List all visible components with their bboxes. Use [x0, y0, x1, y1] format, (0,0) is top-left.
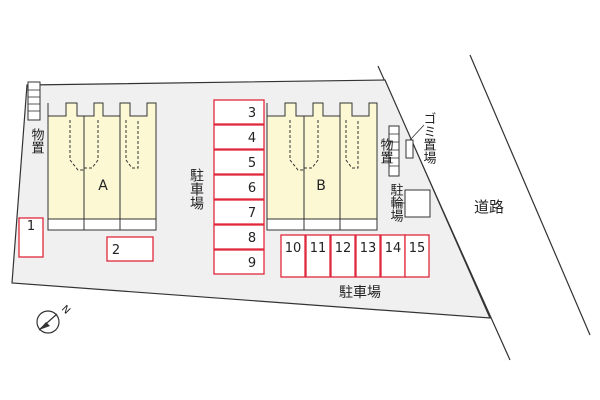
trash-leader-line [409, 124, 425, 141]
parking-space-3 [213, 99, 265, 125]
parking-space-1 [18, 217, 44, 258]
parking-space-11 [305, 234, 331, 278]
compass-north-letter: N [59, 304, 72, 317]
parking-space-label-15: 15 [409, 241, 426, 256]
storage-a-shed [27, 81, 41, 121]
building-b [266, 102, 378, 231]
parking-space-9 [213, 249, 265, 275]
parking-space-10 [280, 234, 306, 278]
parking-space-label-5: 5 [248, 156, 256, 171]
parking-space-4 [213, 124, 265, 150]
parking-space-label-10: 10 [285, 241, 302, 256]
storage-b-shed [388, 125, 400, 177]
parking-space-7 [213, 199, 265, 225]
parking-label-south: 駐車場 [339, 284, 381, 301]
parking-label-west: 駐車場 [188, 168, 204, 210]
parking-space-label-7: 7 [248, 206, 256, 221]
bicycle-parking-area [404, 189, 431, 218]
compass-north-arrow-icon [36, 310, 60, 334]
parking-space-6 [213, 174, 265, 200]
parking-space-2 [106, 236, 154, 262]
parking-space-label-3: 3 [248, 106, 256, 121]
building-a [47, 102, 157, 231]
parking-space-label-14: 14 [385, 241, 402, 256]
building-a-label: A [98, 178, 108, 194]
parking-space-15 [404, 234, 430, 278]
parking-space-label-11: 11 [310, 241, 327, 256]
parking-space-label-6: 6 [248, 181, 256, 196]
trash-area [405, 139, 414, 159]
parking-space-label-9: 9 [248, 256, 256, 271]
storage-b-label: 物置 [378, 138, 394, 164]
parking-space-13 [355, 234, 381, 278]
building-b-label: B [316, 178, 326, 194]
parking-space-label-12: 12 [335, 241, 352, 256]
parking-space-label-13: 13 [360, 241, 377, 256]
storage-a-label: 物置 [29, 128, 45, 154]
road-label: 道路 [474, 198, 504, 216]
parking-space-label-4: 4 [248, 131, 256, 146]
bicycle-parking-label: 駐輪場 [388, 183, 404, 222]
road-edge-line-far [469, 54, 591, 336]
parking-space-14 [380, 234, 406, 278]
parking-space-label-1: 1 [27, 219, 35, 234]
parking-space-8 [213, 224, 265, 250]
parking-space-12 [330, 234, 356, 278]
trash-label: ゴミ置場 [421, 112, 437, 164]
parking-space-5 [213, 149, 265, 175]
parking-space-label-2: 2 [112, 243, 120, 258]
parking-space-label-8: 8 [248, 231, 256, 246]
